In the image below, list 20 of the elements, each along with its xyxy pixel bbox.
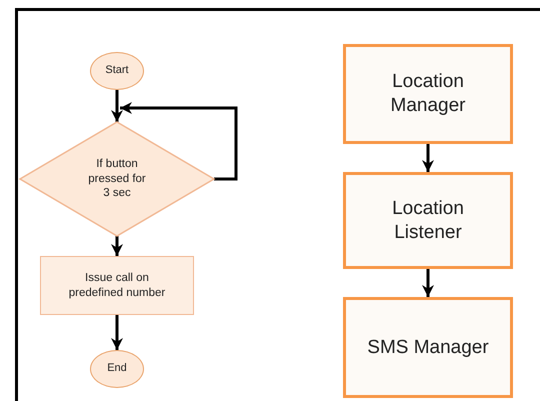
- node-label: Location Listener: [391, 196, 465, 244]
- node-label: Start: [105, 64, 129, 78]
- arrow: [422, 144, 434, 172]
- node-label: SMS Manager: [367, 336, 489, 360]
- terminal-ellipse: [90, 350, 144, 388]
- arrow: [422, 269, 434, 297]
- node-label: Issue call on predefined number: [68, 271, 166, 300]
- node-label: If button pressed for 3 sec: [87, 157, 147, 201]
- node-label: End: [107, 362, 127, 376]
- arrow: [120, 102, 238, 180]
- node-label: Location Manager: [390, 70, 466, 118]
- arrow: [111, 315, 123, 350]
- arrow: [111, 236, 123, 256]
- component-box: [343, 44, 513, 144]
- component-box: [343, 172, 513, 269]
- decision-diamond: [20, 122, 214, 236]
- arrow: [111, 90, 123, 122]
- terminal-ellipse: [90, 52, 144, 90]
- process-box: [40, 256, 194, 315]
- component-box: [343, 297, 513, 398]
